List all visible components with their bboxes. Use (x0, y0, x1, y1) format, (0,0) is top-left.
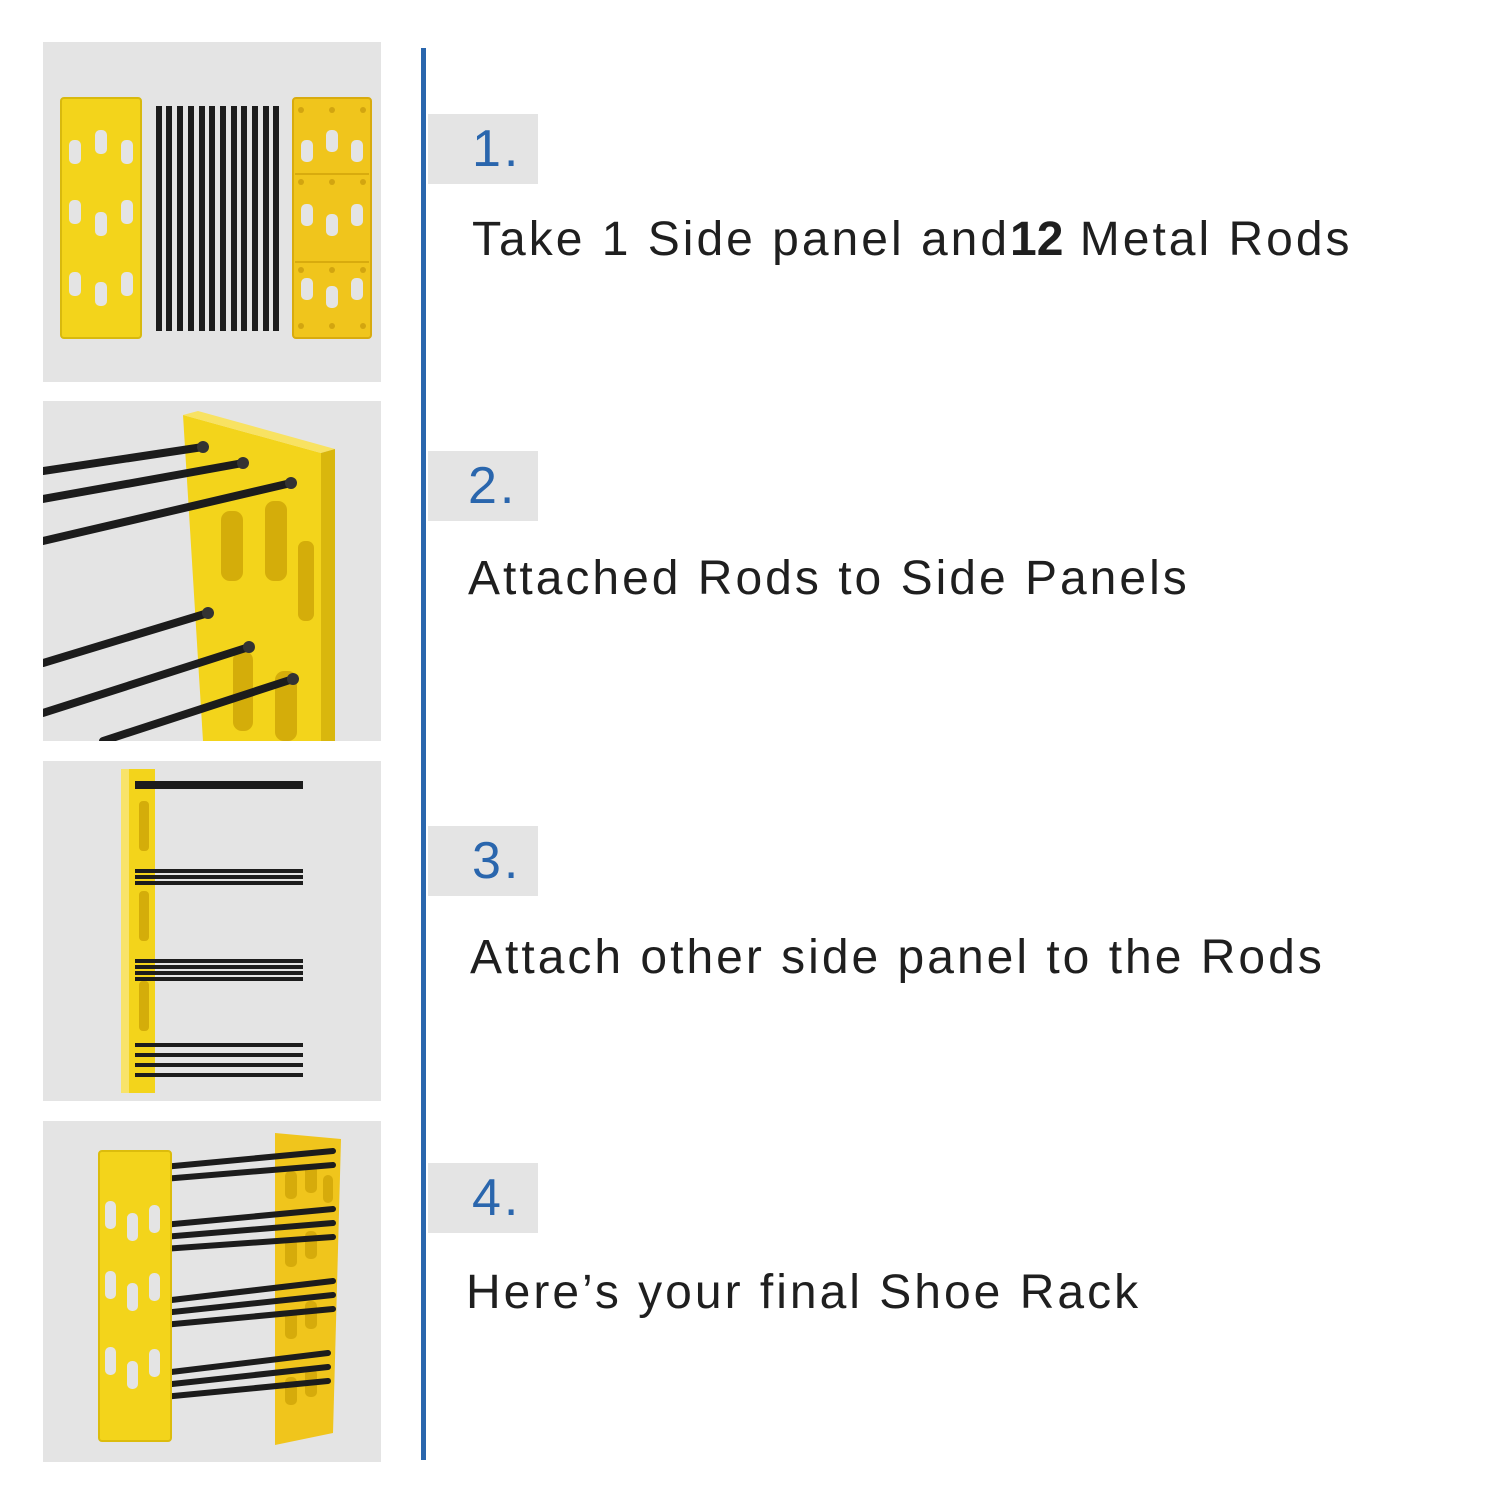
step-1-rod-count: 12 (1010, 213, 1064, 266)
step-1-text-start: Take 1 Side panel and (472, 213, 1011, 266)
step-1-number: 1. (472, 120, 522, 178)
step-3-number: 3. (472, 832, 522, 890)
step-2-text: Attached Rods to Side Panels (468, 552, 1190, 605)
step-1-text: Take 1 Side panel and12 Metal Rods (472, 212, 1353, 268)
assembled-rack-illustration (98, 1133, 341, 1445)
step-3-photo (43, 761, 381, 1101)
step-1-text-end: Metal Rods (1079, 213, 1353, 266)
side-view-illustration (121, 769, 303, 1093)
step-4-text: Here’s your final Shoe Rack (466, 1266, 1142, 1319)
step-4-number-box: 4. (428, 1163, 538, 1233)
step-1-photo (43, 42, 381, 382)
step-3-text: Attach other side panel to the Rods (470, 931, 1325, 984)
step-2-photo (43, 401, 381, 741)
step-3-number-box: 3. (428, 826, 538, 896)
step-4-number: 4. (472, 1169, 522, 1227)
step-4-photo (43, 1121, 381, 1462)
rods-attached-illustration (43, 411, 335, 741)
vertical-divider (421, 48, 426, 1460)
step-2-number-box: 2. (428, 451, 538, 521)
step-2-number: 2. (468, 457, 518, 515)
panels-and-rods-illustration (60, 97, 372, 339)
step-1-number-box: 1. (428, 114, 538, 184)
